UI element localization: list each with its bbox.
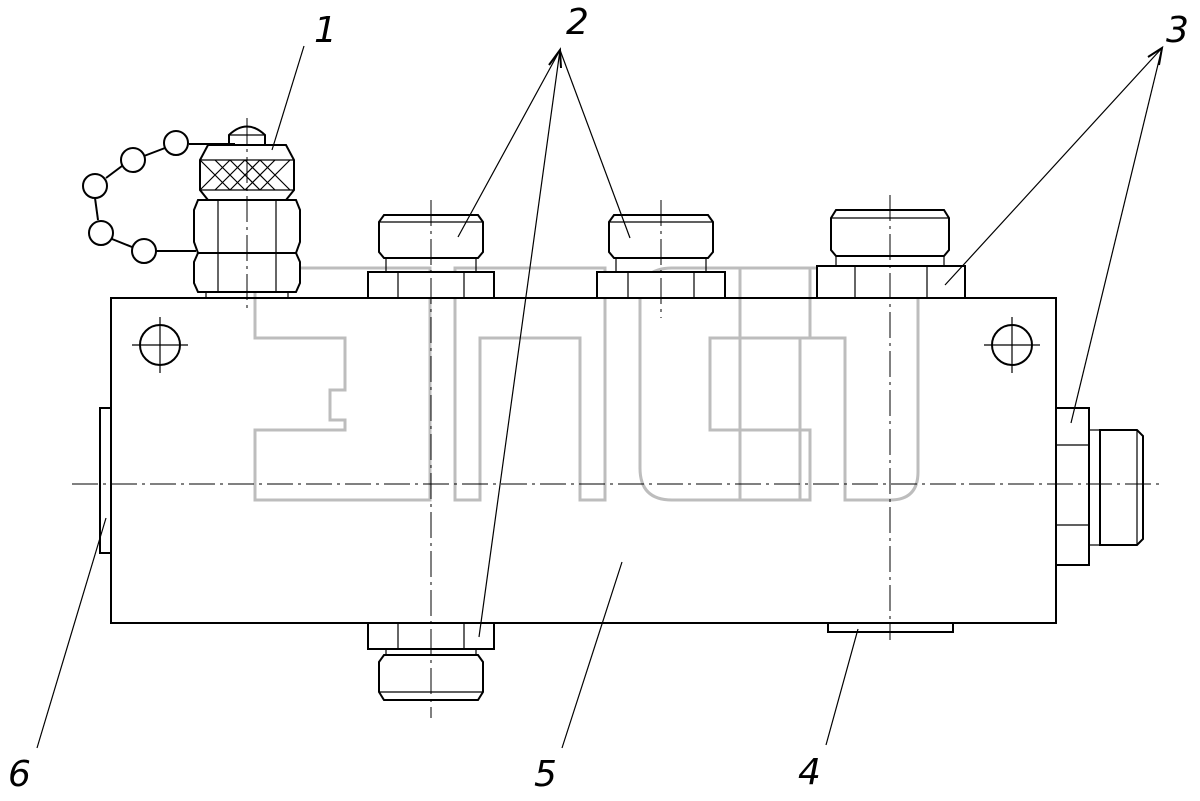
- leader-lines: [36, 45, 1164, 749]
- center-lines: [72, 118, 1160, 718]
- side-port-fitting: [1055, 407, 1144, 566]
- callout-4: 4: [798, 752, 821, 793]
- callout-2: 2: [566, 2, 589, 43]
- valve-block-body: [110, 297, 1057, 624]
- test-point-fitting: [82, 125, 301, 298]
- watermark-logo: TM: [253, 264, 920, 502]
- callout-6: 6: [8, 754, 31, 795]
- end-plug-left: [99, 407, 112, 554]
- top-port-fitting: [816, 209, 966, 299]
- mounting-hole-right: [984, 317, 1040, 373]
- callout-5: 5: [534, 754, 557, 795]
- mounting-hole-left: [132, 317, 188, 373]
- callout-3: 3: [1166, 10, 1189, 51]
- callout-1: 1: [314, 10, 337, 51]
